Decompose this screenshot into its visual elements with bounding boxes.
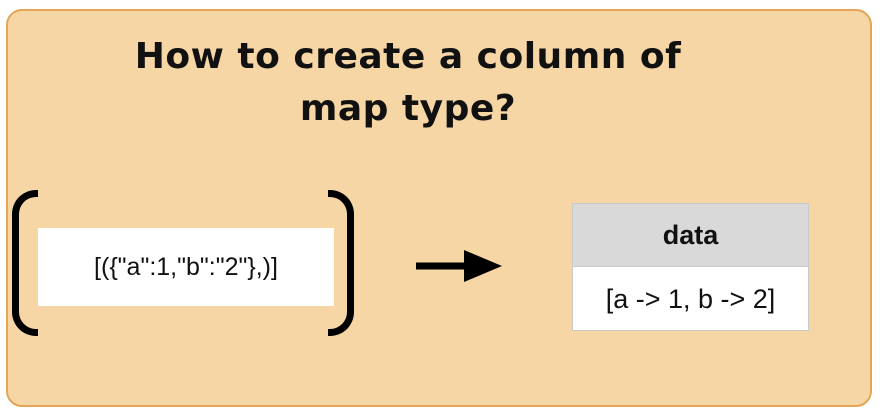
input-code: [({"a":1,"b":"2"},)] (94, 252, 278, 281)
right-bracket (328, 190, 354, 336)
title-line-2: map type? (299, 88, 517, 129)
table-cell: [a -> 1, b -> 2] (605, 283, 776, 314)
output-table: data [a -> 1, b -> 2] (572, 203, 809, 331)
title-line-1: How to create a column of (134, 36, 682, 77)
input-code-box: [({"a":1,"b":"2"},)] (38, 228, 334, 306)
right-arrow-icon (416, 250, 502, 282)
table-header-data: data (573, 204, 808, 267)
diagram-title: How to create a column of map type? (8, 31, 808, 135)
left-bracket (12, 190, 38, 336)
